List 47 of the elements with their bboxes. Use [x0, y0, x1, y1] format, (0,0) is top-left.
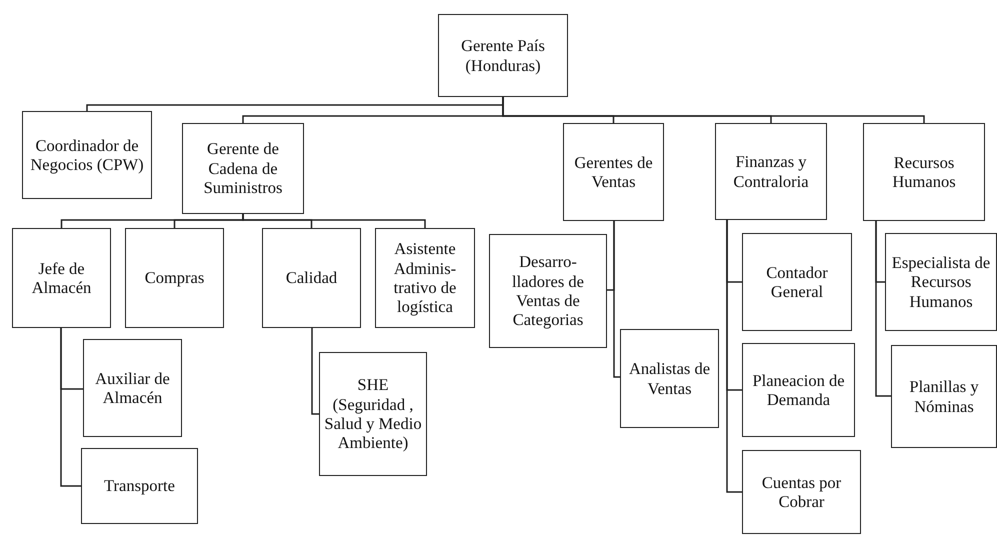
- role-title: Desarro- lladores de Ventas de Categorias: [511, 252, 585, 330]
- org-box: [125, 228, 224, 328]
- org-box: [891, 345, 997, 448]
- role-title: Planillas y Nóminas: [908, 377, 980, 416]
- role-title: Gerentes de Ventas: [573, 152, 654, 192]
- role-title: Transporte: [104, 476, 175, 496]
- org-box: [81, 448, 198, 524]
- role-title: Coordinador de Negocios (CPW): [29, 136, 145, 174]
- role-title: Recursos Humanos: [891, 152, 957, 192]
- org-box: [563, 123, 664, 221]
- connector-line: [502, 97, 925, 123]
- org-box: [319, 352, 427, 476]
- org-box: [182, 123, 304, 214]
- org-box: [863, 123, 985, 221]
- org-box: [22, 111, 152, 199]
- org-box: [489, 234, 607, 348]
- role-title: Contador General: [765, 262, 829, 302]
- role-title: Planeacion de Demanda: [751, 370, 846, 410]
- role-title: Asistente Adminis- trativo de logística: [392, 239, 458, 317]
- role-title: Calidad: [286, 268, 338, 288]
- role-title: Especialista de Recursos Humanos: [890, 252, 992, 312]
- org-box: [12, 228, 111, 328]
- role-title: Auxiliar de Almacén: [94, 368, 171, 408]
- connector-line: [875, 221, 891, 397]
- role-title: Finanzas y Contraloria: [732, 152, 810, 191]
- org-box: [438, 14, 568, 97]
- org-box: [620, 329, 719, 428]
- org-box: [885, 233, 997, 331]
- connector-line: [726, 220, 742, 493]
- role-title: Gerente de Cadena de Suministros: [202, 139, 284, 198]
- org-box: [262, 228, 361, 328]
- role-title: Compras: [144, 268, 204, 288]
- org-box: [375, 228, 475, 328]
- role-title: Jefe de Almacén: [30, 258, 92, 298]
- connector-line: [613, 221, 620, 378]
- org-box: [742, 233, 852, 331]
- connector-line: [311, 328, 319, 415]
- role-title: Analistas de Ventas: [628, 359, 712, 398]
- org-box: [83, 339, 182, 437]
- connector-line: [242, 214, 426, 228]
- role-title: Cuentas por Cobrar: [760, 472, 842, 512]
- role-title: Gerente País (Honduras): [460, 36, 546, 75]
- org-box: [742, 343, 855, 437]
- connector-line: [60, 328, 81, 487]
- org-box: [742, 450, 861, 534]
- role-title: SHE (Seguridad , Salud y Medio Ambiente): [323, 375, 423, 453]
- org-box: [715, 123, 827, 220]
